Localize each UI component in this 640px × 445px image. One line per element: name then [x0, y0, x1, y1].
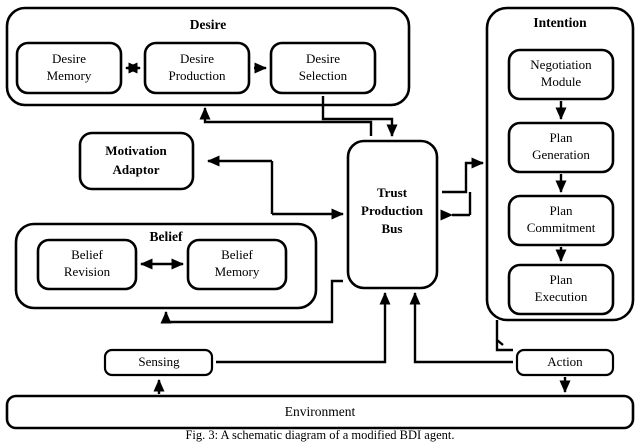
arrow-action-to-bus	[409, 292, 513, 364]
node-desire-selection-line1: Desire	[306, 51, 340, 66]
node-belief-memory-line1: Belief	[221, 247, 253, 262]
arrow-bus-to-belief	[160, 279, 343, 324]
node-negotiation-module[interactable]	[507, 48, 615, 101]
node-belief-memory[interactable]	[186, 238, 288, 291]
node-trust-production-bus-line3: Bus	[382, 221, 403, 236]
group-belief-title: Belief	[150, 229, 183, 244]
line-intention-bottom-connector	[495, 340, 513, 352]
node-action-label: Action	[547, 354, 583, 369]
node-environment[interactable]	[5, 394, 635, 430]
node-desire-selection-line2: Selection	[299, 68, 348, 83]
node-plan-commitment[interactable]	[507, 194, 615, 247]
node-sensing-label: Sensing	[138, 354, 180, 369]
node-trust-production-bus-line2: Production	[361, 203, 424, 218]
node-environment-label: Environment	[285, 404, 356, 419]
node-plan-execution-line1: Plan	[549, 272, 573, 287]
node-belief-revision[interactable]	[36, 238, 138, 291]
figure-caption: Fig. 3: A schematic diagram of a modifie…	[185, 428, 455, 442]
arrow-sensing-to-bus	[216, 292, 391, 364]
node-plan-commitment-line2: Commitment	[527, 220, 596, 235]
node-plan-execution-line2: Execution	[535, 289, 588, 304]
node-belief-memory-line2: Memory	[215, 264, 260, 279]
node-belief-revision-line2: Revision	[64, 264, 111, 279]
node-action[interactable]	[515, 348, 615, 377]
arrow-desire-selection-to-bus	[321, 96, 398, 137]
group-intention-title: Intention	[533, 15, 587, 30]
node-motivation-adaptor[interactable]	[78, 131, 195, 191]
node-desire-production-line2: Production	[168, 68, 226, 83]
node-desire-production[interactable]	[143, 41, 251, 95]
node-negotiation-module-line1: Negotiation	[530, 57, 592, 72]
arrow-bus-to-intention	[442, 157, 484, 194]
node-desire-memory[interactable]	[15, 41, 123, 95]
node-desire-production-line1: Desire	[180, 51, 214, 66]
node-desire-memory-line1: Desire	[52, 51, 86, 66]
node-motivation-adaptor-line2: Adaptor	[113, 162, 160, 177]
node-sensing[interactable]	[103, 348, 214, 377]
node-motivation-adaptor-line1: Motivation	[105, 143, 167, 158]
node-trust-production-bus[interactable]	[346, 139, 439, 290]
node-negotiation-module-line2: Module	[541, 74, 582, 89]
node-plan-generation-line2: Generation	[532, 147, 590, 162]
node-trust-production-bus-line1: Trust	[377, 185, 408, 200]
node-belief-revision-line1: Belief	[71, 247, 103, 262]
node-plan-generation[interactable]	[507, 121, 615, 174]
node-desire-selection[interactable]	[269, 41, 377, 95]
node-desire-memory-line2: Memory	[47, 68, 92, 83]
node-plan-generation-line1: Plan	[549, 130, 573, 145]
node-plan-execution[interactable]	[507, 263, 615, 316]
node-plan-commitment-line1: Plan	[549, 203, 573, 218]
group-desire-title: Desire	[190, 17, 227, 32]
arrow-bus-to-desire	[199, 107, 373, 136]
